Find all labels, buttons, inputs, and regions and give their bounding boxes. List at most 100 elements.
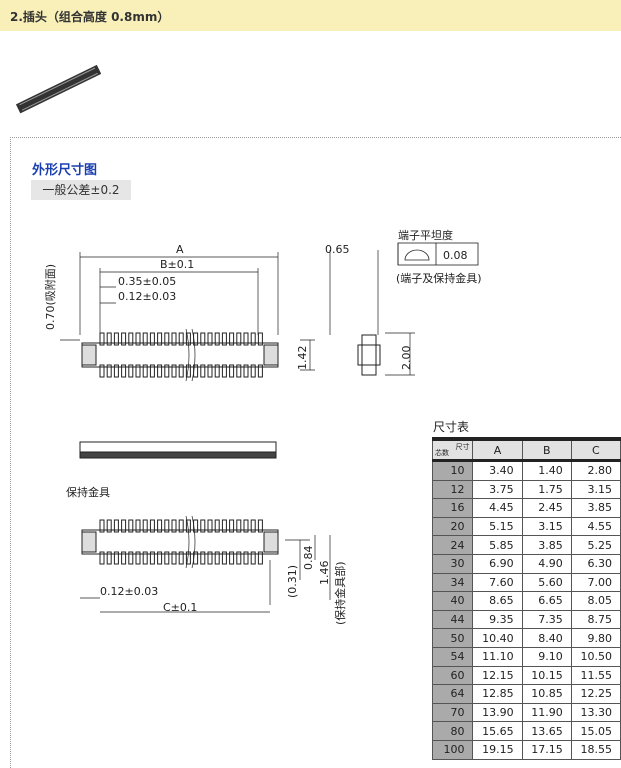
- dim-012b: 0.12±0.03: [100, 585, 158, 598]
- value-cell: 10.85: [521, 684, 572, 704]
- value-cell: 13.30: [570, 702, 621, 723]
- dim-a: A: [176, 243, 184, 256]
- value-cell: 15.05: [570, 721, 621, 741]
- pin-count-cell: 100: [431, 739, 474, 760]
- value-cell: 10.15: [521, 665, 572, 686]
- holder-label: 保持金具: [66, 485, 110, 499]
- dim-200: 2.00: [400, 346, 413, 371]
- pin-count-cell: 50: [431, 628, 474, 648]
- value-cell: 3.85: [570, 498, 621, 518]
- value-cell: 17.15: [521, 739, 572, 760]
- value-cell: 3.85: [521, 535, 572, 555]
- value-cell: 9.10: [521, 646, 572, 667]
- value-cell: 9.35: [472, 609, 523, 630]
- tolerance-label: 一般公差±0.2: [31, 180, 131, 200]
- value-cell: 5.85: [472, 535, 523, 555]
- value-cell: 11.90: [521, 702, 572, 723]
- value-cell: 6.65: [521, 591, 572, 611]
- value-cell: 2.45: [521, 498, 572, 518]
- pin-count-cell: 30: [431, 553, 474, 574]
- dim-065: 0.65: [325, 243, 350, 256]
- value-cell: 8.40: [521, 628, 572, 648]
- value-cell: 6.30: [570, 553, 621, 574]
- dim-c: C±0.1: [163, 601, 197, 614]
- value-cell: 8.65: [472, 591, 523, 611]
- pin-count-cell: 24: [431, 535, 474, 555]
- side-view-top: [79, 441, 277, 459]
- dim-012: 0.12±0.03: [118, 290, 176, 303]
- value-cell: 12.25: [570, 684, 621, 704]
- pin-count-cell: 34: [431, 572, 474, 593]
- value-cell: 7.35: [521, 609, 572, 630]
- pin-count-cell: 60: [431, 665, 474, 686]
- dim-070: 0.70(吸附面): [43, 264, 57, 330]
- dim-031: (0.31): [286, 565, 299, 598]
- value-cell: 12.15: [472, 665, 523, 686]
- dim-035: 0.35±0.05: [118, 275, 176, 288]
- flatness-note: (端子及保持金具): [396, 271, 482, 285]
- flatness-value: 0.08: [443, 249, 468, 262]
- pin-count-cell: 16: [431, 498, 474, 518]
- bottom-view: [81, 515, 279, 569]
- value-cell: 10.50: [570, 646, 621, 667]
- value-cell: 13.90: [472, 702, 523, 723]
- value-cell: 3.75: [472, 479, 523, 500]
- value-cell: 5.60: [521, 572, 572, 593]
- pin-count-cell: 40: [431, 591, 474, 611]
- pin-count-cell: 64: [431, 684, 474, 704]
- pin-count-cell: 54: [431, 646, 474, 667]
- pin-count-cell: 70: [431, 702, 474, 723]
- value-cell: 7.00: [570, 572, 621, 593]
- value-cell: 11.10: [472, 646, 523, 667]
- value-cell: 4.45: [472, 498, 523, 518]
- value-cell: 12.85: [472, 684, 523, 704]
- value-cell: 13.65: [521, 721, 572, 741]
- value-cell: 3.15: [521, 516, 572, 537]
- value-cell: 15.65: [472, 721, 523, 741]
- value-cell: 3.40: [472, 460, 523, 481]
- dim-b: B±0.1: [160, 258, 194, 271]
- value-cell: 7.60: [472, 572, 523, 593]
- table-title: 尺寸表: [433, 420, 470, 434]
- section-title: 2.插头（组合高度 0.8mm）: [10, 10, 170, 24]
- drawing-panel: [10, 137, 621, 768]
- product-photo: [15, 64, 102, 114]
- pin-count-cell: 10: [431, 460, 474, 481]
- corner-cell: 尺寸芯数: [431, 438, 474, 462]
- value-cell: 9.80: [570, 628, 621, 648]
- value-cell: 5.15: [472, 516, 523, 537]
- value-cell: 8.05: [570, 591, 621, 611]
- dim-holder-part: (保持金具部): [333, 561, 347, 625]
- pin-count-cell: 20: [431, 516, 474, 537]
- col-header: C: [570, 438, 621, 462]
- pin-count-cell: 80: [431, 721, 474, 741]
- value-cell: 1.40: [521, 460, 572, 481]
- value-cell: 8.75: [570, 609, 621, 630]
- top-view: [81, 328, 279, 382]
- value-cell: 2.80: [570, 460, 621, 481]
- dim-142: 1.42: [296, 346, 309, 371]
- value-cell: 4.55: [570, 516, 621, 537]
- side-profile: [357, 334, 381, 376]
- drawing-title: 外形尺寸图: [32, 163, 98, 178]
- value-cell: 18.55: [570, 739, 621, 760]
- value-cell: 10.40: [472, 628, 523, 648]
- value-cell: 5.25: [570, 535, 621, 555]
- value-cell: 11.55: [570, 665, 621, 686]
- value-cell: 3.15: [570, 479, 621, 500]
- pin-count-cell: 12: [431, 479, 474, 500]
- value-cell: 4.90: [521, 553, 572, 574]
